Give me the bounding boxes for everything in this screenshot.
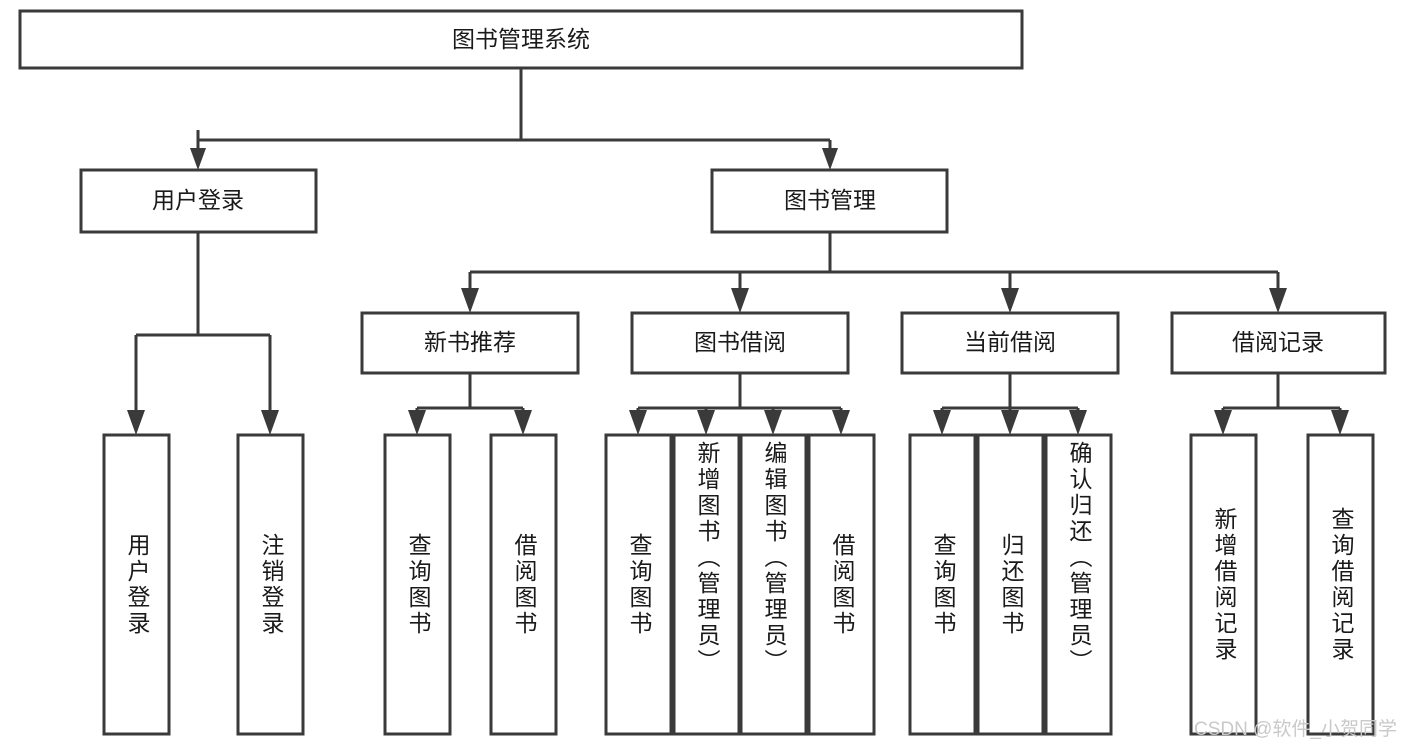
arrow-head-leaf-book-borrow-2 xyxy=(764,410,782,435)
arrow-head-leaf-user-login-1 xyxy=(261,410,279,435)
arrow-head-leaf-new-book-0 xyxy=(408,410,426,435)
arrow-head-leaf-book-borrow-3 xyxy=(832,410,850,435)
node-book-manage-box[interactable] xyxy=(710,168,949,234)
node-book-borrow-label: 图书借阅 xyxy=(694,329,786,355)
node-borrow-record[interactable]: 借阅记录 xyxy=(1170,311,1387,375)
arrow-head-leaf-borrow-record-0 xyxy=(1214,410,1232,435)
arrow-head-level2-3 xyxy=(1269,288,1287,313)
arrow-head-leaf-current-borrow-2 xyxy=(1069,410,1087,435)
leaf-box-new-book-1[interactable] xyxy=(489,433,558,736)
connector-group-new-book-to-leaves xyxy=(408,373,532,435)
leaf-box-user-login-0[interactable] xyxy=(102,433,171,736)
leaf-box-book-borrow-1[interactable] xyxy=(672,433,741,736)
leaf-box-current-borrow-1[interactable] xyxy=(976,433,1045,736)
node-root-box[interactable] xyxy=(18,9,1024,70)
node-current-borrow-box[interactable] xyxy=(900,311,1120,375)
connector-group-borrow-record-to-leaves xyxy=(1214,373,1349,435)
leaf-box-borrow-record-1[interactable] xyxy=(1306,433,1375,736)
leaf-box-current-borrow-2[interactable] xyxy=(1044,433,1113,736)
leaf-group-user-login xyxy=(102,433,305,736)
node-root-label: 图书管理系统 xyxy=(452,26,590,52)
leaf-box-current-borrow-0[interactable] xyxy=(908,433,977,736)
arrow-head-leaf-borrow-record-1 xyxy=(1331,410,1349,435)
node-book-manage-label: 图书管理 xyxy=(784,187,876,213)
arrow-head-leaf-new-book-1 xyxy=(514,410,532,435)
connector-group-root-to-level1 xyxy=(190,68,838,170)
connector-group-current-borrow-to-leaves xyxy=(933,373,1087,435)
arrow-head-leaf-user-login-0 xyxy=(127,410,145,435)
node-user-login[interactable]: 用户登录 xyxy=(79,168,318,234)
node-new-book-recommend-label: 新书推荐 xyxy=(424,329,516,355)
arrow-head-user-login xyxy=(190,148,206,170)
watermark-text: CSDN @软件_小贺同学 xyxy=(1194,719,1397,740)
leaf-box-new-book-0[interactable] xyxy=(383,433,452,736)
node-root[interactable]: 图书管理系统 xyxy=(18,9,1024,70)
arrow-head-book-manage xyxy=(822,148,838,170)
node-user-login-label: 用户登录 xyxy=(152,187,244,213)
leaf-box-borrow-record-0[interactable] xyxy=(1189,433,1258,736)
arrow-head-leaf-current-borrow-0 xyxy=(933,410,951,435)
arrow-head-leaf-current-borrow-1 xyxy=(1001,410,1019,435)
arrow-head-level2-2 xyxy=(1001,288,1019,313)
node-user-login-box[interactable] xyxy=(79,168,318,234)
node-current-borrow-label: 当前借阅 xyxy=(964,329,1056,355)
leaf-box-book-borrow-2[interactable] xyxy=(739,433,808,736)
arrow-head-leaf-book-borrow-0 xyxy=(629,410,647,435)
leaf-group-new-book xyxy=(383,433,558,736)
node-new-book-recommend-box[interactable] xyxy=(360,311,580,375)
node-borrow-record-box[interactable] xyxy=(1170,311,1387,375)
leaf-group-current-borrow xyxy=(908,433,1113,736)
arrow-head-level2-1 xyxy=(731,288,749,313)
leaf-box-book-borrow-3[interactable] xyxy=(807,433,876,736)
node-book-manage[interactable]: 图书管理 xyxy=(710,168,949,234)
leaf-box-book-borrow-0[interactable] xyxy=(604,433,673,736)
node-book-borrow-box[interactable] xyxy=(630,311,850,375)
arrow-head-leaf-book-borrow-1 xyxy=(697,410,715,435)
connector-group-book-borrow-to-leaves xyxy=(629,373,850,435)
node-borrow-record-label: 借阅记录 xyxy=(1232,329,1324,355)
leaf-group-book-borrow xyxy=(604,433,876,736)
leaf-box-user-login-1[interactable] xyxy=(236,433,305,736)
arrow-head-level2-0 xyxy=(461,288,479,313)
node-book-borrow[interactable]: 图书借阅 xyxy=(630,311,850,375)
node-current-borrow[interactable]: 当前借阅 xyxy=(900,311,1120,375)
node-new-book-recommend[interactable]: 新书推荐 xyxy=(360,311,580,375)
connector-group-user-login-to-leaves xyxy=(127,232,279,435)
leaf-group-borrow-record xyxy=(1189,433,1375,736)
connector-group-book-manage-to-level2 xyxy=(461,232,1287,313)
